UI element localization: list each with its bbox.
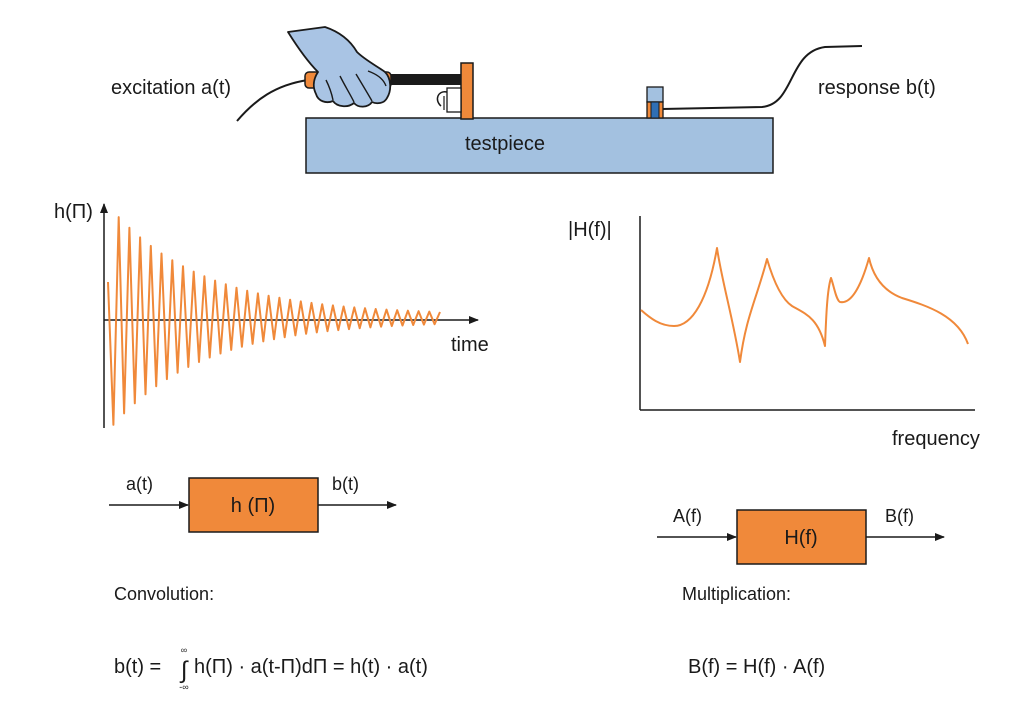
impulse-response-plot: h(Π) time (54, 201, 489, 428)
frf-box-label: H(f) (784, 527, 817, 549)
time-input-label: a(t) (126, 474, 153, 494)
frequency-response-plot: |H(f)| frequency (568, 216, 980, 450)
freq-output-label: B(f) (885, 506, 914, 526)
multiplication-equation: B(f) = H(f) · A(f) (688, 656, 825, 678)
convolution-heading: Convolution: (114, 584, 214, 604)
impulse-response-curve (107, 216, 441, 426)
frf-xlabel: frequency (892, 428, 980, 450)
impulse-xlabel: time (451, 334, 489, 356)
hammer-cable (236, 79, 309, 122)
frf-curve (640, 247, 969, 363)
convolution-lhs: b(t) = (114, 656, 161, 678)
testpiece-block (305, 117, 774, 174)
multiplication-section: Multiplication: B(f) = H(f) · A(f) (682, 584, 825, 678)
impulse-ylabel: h(Π) (54, 201, 93, 223)
integral-lower-limit: -∞ (179, 682, 188, 692)
freq-input-label: A(f) (673, 506, 702, 526)
testpiece-label: testpiece (465, 133, 545, 155)
time-output-label: b(t) (332, 474, 359, 494)
accelerometer-icon (646, 86, 664, 119)
response-label: response b(t) (818, 77, 936, 99)
multiplication-heading: Multiplication: (682, 584, 791, 604)
impulse-response-box-label: h (Π) (231, 495, 275, 517)
excitation-label: excitation a(t) (111, 77, 231, 99)
frf-box (736, 509, 867, 565)
convolution-rhs: h(Π) · a(t-Π)dΠ = h(t) · a(t) (194, 656, 428, 678)
integral-upper-limit: ∞ (181, 645, 187, 655)
frequency-domain-block-diagram: H(f) A(f) B(f) (657, 506, 945, 565)
convolution-section: Convolution: b(t) = ∞ ∫ -∞ h(Π) · a(t-Π)… (114, 584, 428, 692)
time-domain-block-diagram: h (Π) a(t) b(t) (109, 474, 397, 533)
sensor-cable (661, 45, 863, 110)
frf-ylabel: |H(f)| (568, 219, 612, 241)
integral-sign: ∫ (179, 657, 189, 684)
test-setup: testpiece excitation a(t) response b(t) (111, 26, 936, 174)
impulse-response-box (188, 477, 319, 533)
gloved-hand-icon (287, 26, 392, 108)
